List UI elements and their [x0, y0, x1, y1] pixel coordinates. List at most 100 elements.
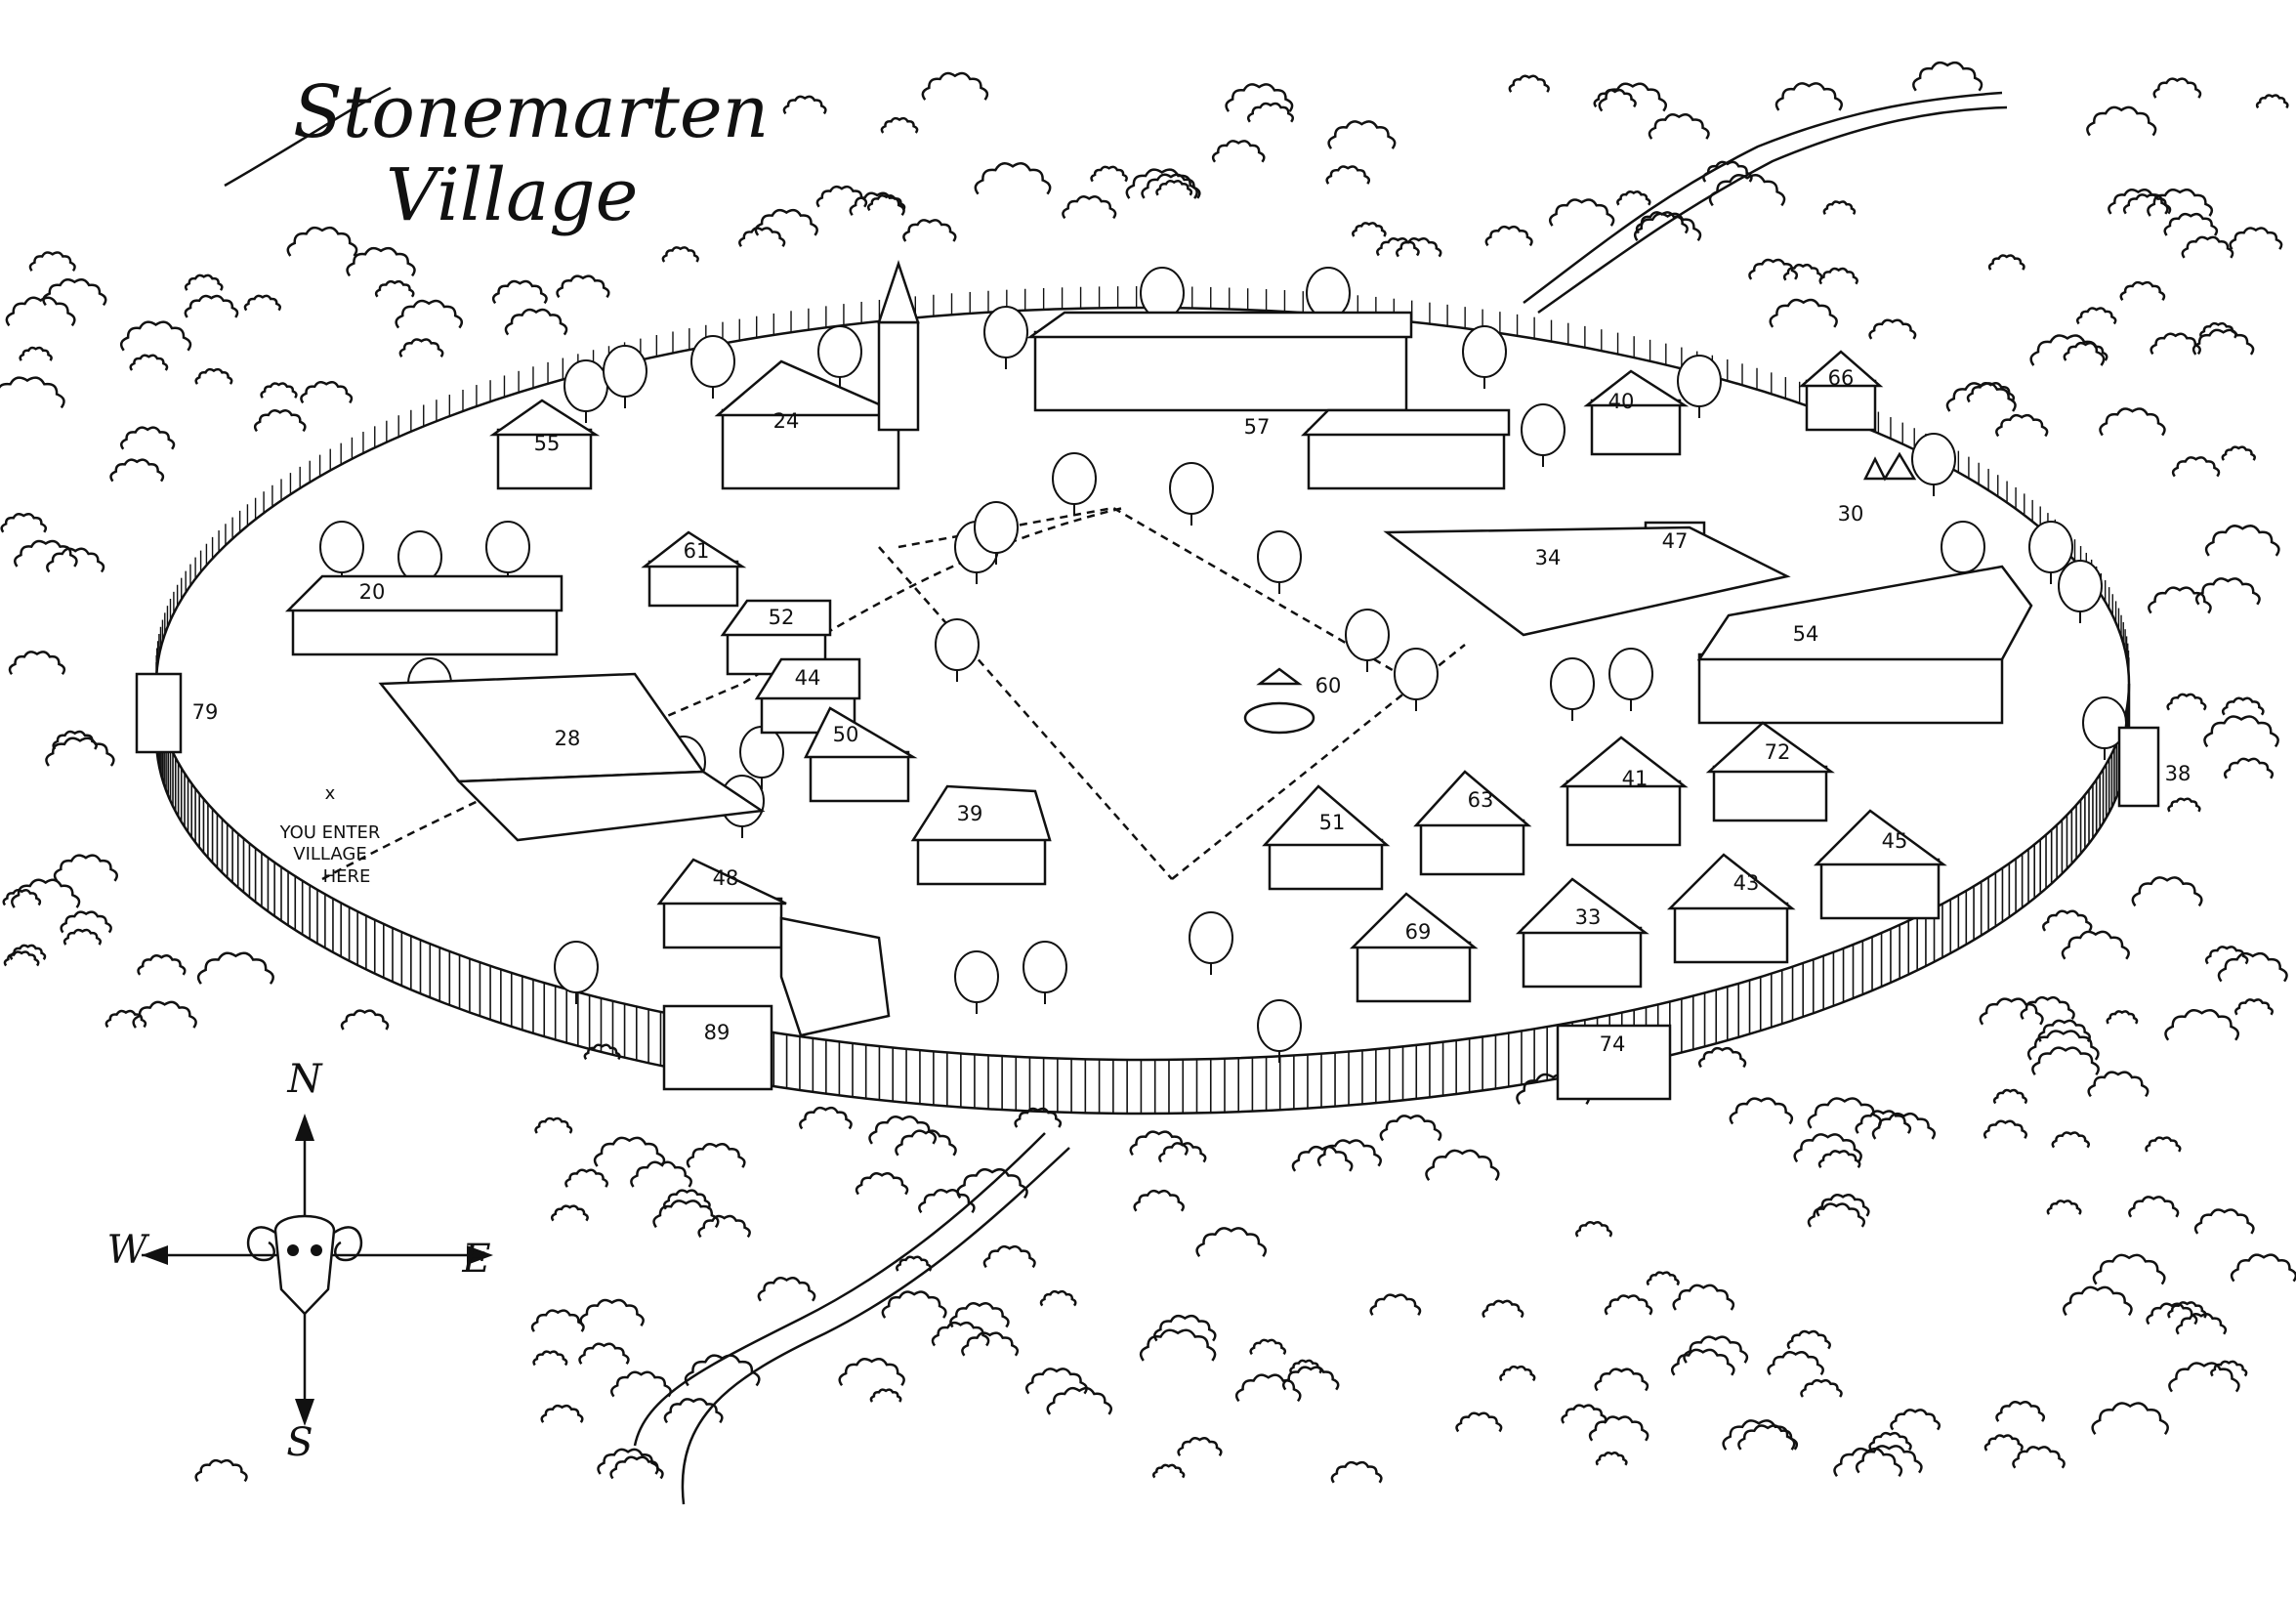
forest-bush — [184, 274, 224, 291]
forest-bush — [28, 251, 76, 272]
building-48[interactable] — [656, 858, 891, 1037]
location-label: 63 — [1468, 788, 1494, 812]
forest-bush — [194, 1458, 248, 1483]
forest-bush — [42, 277, 107, 307]
forest-bush — [1396, 236, 1442, 258]
forest-bush — [1722, 1419, 1796, 1451]
building-40[interactable] — [1583, 369, 1690, 456]
location-label: 45 — [1882, 829, 1908, 853]
village-tree — [1257, 530, 1302, 583]
gate-74[interactable] — [1556, 1024, 1672, 1101]
gate-89[interactable] — [662, 1004, 773, 1091]
forest-bush — [2217, 951, 2288, 983]
forest-bush — [1379, 1115, 1442, 1142]
forest-bush — [120, 426, 176, 450]
forest-bush — [2037, 1019, 2091, 1042]
building-39[interactable] — [910, 784, 1052, 886]
building-57[interactable] — [1026, 311, 1511, 490]
forest-bush — [374, 279, 415, 298]
building-43[interactable] — [1666, 853, 1796, 964]
forest-bush — [556, 274, 610, 299]
location-label: 61 — [684, 539, 710, 563]
forest-bush — [1155, 179, 1193, 196]
gate-38[interactable] — [2117, 726, 2160, 808]
gate-79[interactable] — [135, 672, 183, 754]
building-50[interactable] — [803, 706, 918, 803]
forest-bush — [129, 354, 169, 371]
forest-bush — [8, 651, 66, 676]
building-45[interactable] — [1813, 809, 1947, 920]
forest-bush — [2175, 1313, 2228, 1335]
forest-bush — [2086, 105, 2157, 137]
building-69[interactable] — [1349, 892, 1479, 1003]
building-30-ruin[interactable] — [1862, 451, 1917, 482]
forest-bush — [869, 1388, 902, 1403]
forest-bush — [2020, 995, 2075, 1021]
forest-bush — [1995, 1401, 2046, 1422]
building-24-church[interactable] — [714, 260, 920, 490]
forest-bush — [540, 1404, 584, 1423]
forest-bush — [815, 185, 868, 208]
location-label: 69 — [1405, 920, 1432, 944]
forest-bush — [2230, 1253, 2296, 1283]
building-72[interactable] — [1705, 721, 1835, 822]
forest-bush — [1425, 1149, 1500, 1181]
building-61[interactable] — [641, 530, 747, 608]
forest-bush — [1868, 1431, 1912, 1452]
forest-bush — [697, 1214, 751, 1239]
garden-34[interactable] — [1383, 526, 1791, 637]
forest-bush — [2147, 188, 2214, 217]
well-60[interactable] — [1243, 667, 1315, 735]
location-label: 28 — [555, 727, 581, 750]
forest-bush — [2046, 1200, 2082, 1215]
forest-bush — [663, 1398, 724, 1424]
garden-28[interactable] — [378, 672, 766, 842]
forest-bush — [1646, 1271, 1680, 1286]
forest-bush — [1672, 1284, 1735, 1311]
forest-bush — [2152, 77, 2202, 99]
forest-bush — [1249, 1338, 1287, 1356]
location-label: 44 — [795, 666, 821, 690]
forest-bush — [504, 308, 568, 336]
forest-bush — [2148, 586, 2212, 614]
forest-bush — [2167, 1301, 2207, 1319]
entry-note: x YOU ENTER VILLAGE HERE — [279, 783, 381, 887]
forest-bush — [2012, 1446, 2066, 1469]
ram-skull-icon — [246, 1214, 363, 1316]
forest-bush — [1912, 61, 1983, 92]
forest-bush — [2164, 1008, 2239, 1041]
village-tree — [1257, 999, 1302, 1052]
building-41[interactable] — [1559, 736, 1689, 847]
building-20[interactable] — [284, 574, 564, 656]
forest-bush — [243, 294, 281, 312]
forest-bush — [1992, 1088, 2027, 1105]
forest-bush — [609, 1455, 664, 1480]
forest-bush — [2131, 876, 2203, 907]
forest-bush — [1125, 168, 1198, 199]
forest-bush — [2204, 946, 2249, 965]
forest-bush — [1868, 318, 1917, 340]
village-tree — [2058, 560, 2103, 612]
forest-bush — [53, 854, 118, 882]
village-tree — [1677, 355, 1722, 407]
building-51[interactable] — [1262, 784, 1391, 891]
village-tree — [1052, 452, 1097, 505]
forest-bush — [2193, 1208, 2255, 1235]
forest-bush — [1195, 1227, 1268, 1258]
building-63[interactable] — [1413, 770, 1532, 876]
building-54[interactable] — [1696, 565, 2033, 725]
forest-bush — [1158, 1142, 1207, 1163]
forest-bush — [661, 246, 699, 263]
stream-north — [1523, 91, 2003, 304]
location-label: 47 — [1662, 529, 1689, 553]
forest-bush — [398, 338, 444, 358]
forest-bush — [0, 512, 48, 533]
location-label: 52 — [769, 606, 795, 629]
forest-bush — [1484, 225, 1533, 247]
building-66[interactable] — [1798, 350, 1884, 432]
village-tree — [1140, 267, 1185, 319]
building-55[interactable] — [489, 399, 601, 490]
building-33[interactable] — [1515, 877, 1649, 989]
compass-north: N — [287, 1057, 324, 1102]
forest-bush — [2, 888, 42, 906]
